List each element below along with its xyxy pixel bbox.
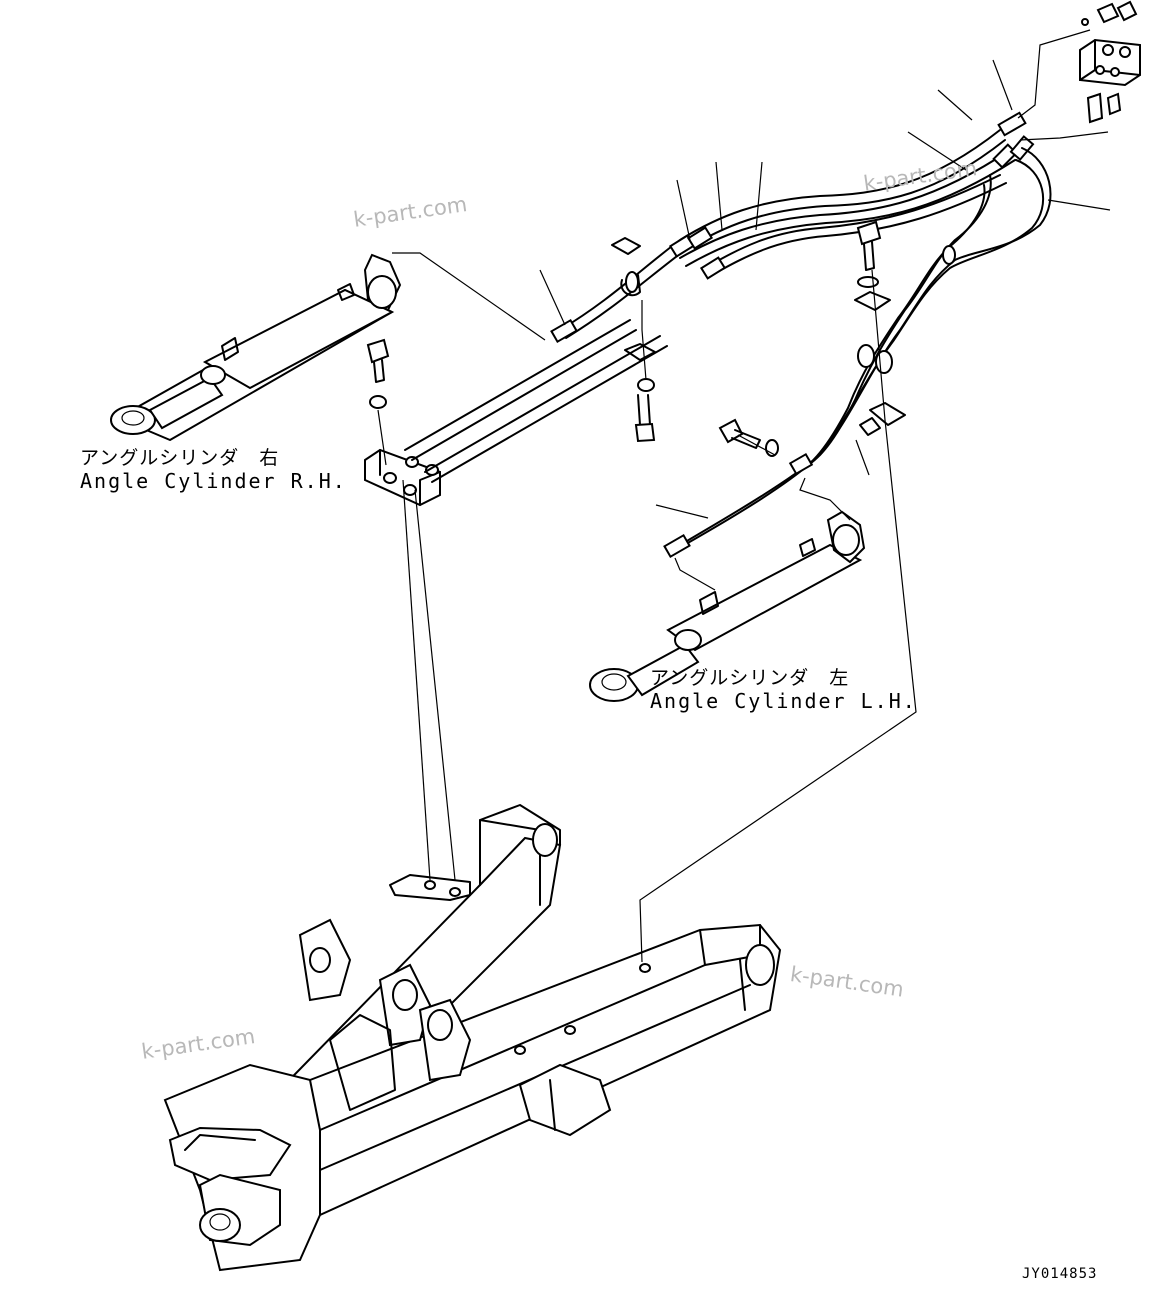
- hose-clamp-upper[interactable]: [611, 237, 641, 297]
- right-cylinder-label-jp: アングルシリンダ 右: [80, 447, 280, 469]
- control-valve-block[interactable]: [1079, 0, 1141, 124]
- left-cylinder-label: アングルシリンダ 左 Angle Cylinder L.H.: [650, 667, 917, 713]
- angle-cylinder-left[interactable]: [589, 510, 866, 702]
- hose-group-lower[interactable]: [663, 147, 1052, 559]
- blade-frame: [163, 804, 782, 1272]
- bolt-upper-right[interactable]: [856, 220, 882, 271]
- steel-tubes[interactable]: [404, 319, 668, 483]
- hose-group-upper[interactable]: [550, 111, 1035, 344]
- leader-lines: [377, 29, 1111, 963]
- hose-joint-block[interactable]: [364, 448, 441, 507]
- bolt-lower[interactable]: [718, 418, 779, 457]
- right-cylinder-label-en: Angle Cylinder R.H.: [80, 468, 347, 493]
- left-cylinder-label-jp: アングルシリンダ 左: [650, 667, 850, 689]
- bolt-left-mount[interactable]: [366, 338, 390, 409]
- drawing-code: JY014853: [1022, 1266, 1098, 1282]
- angle-cylinder-right[interactable]: [110, 253, 402, 441]
- right-cylinder-label: アングルシリンダ 右 Angle Cylinder R.H.: [80, 447, 347, 493]
- bolt-middle[interactable]: [634, 378, 656, 443]
- left-cylinder-label-en: Angle Cylinder L.H.: [650, 688, 917, 713]
- hose-clamp-lower[interactable]: [859, 402, 906, 436]
